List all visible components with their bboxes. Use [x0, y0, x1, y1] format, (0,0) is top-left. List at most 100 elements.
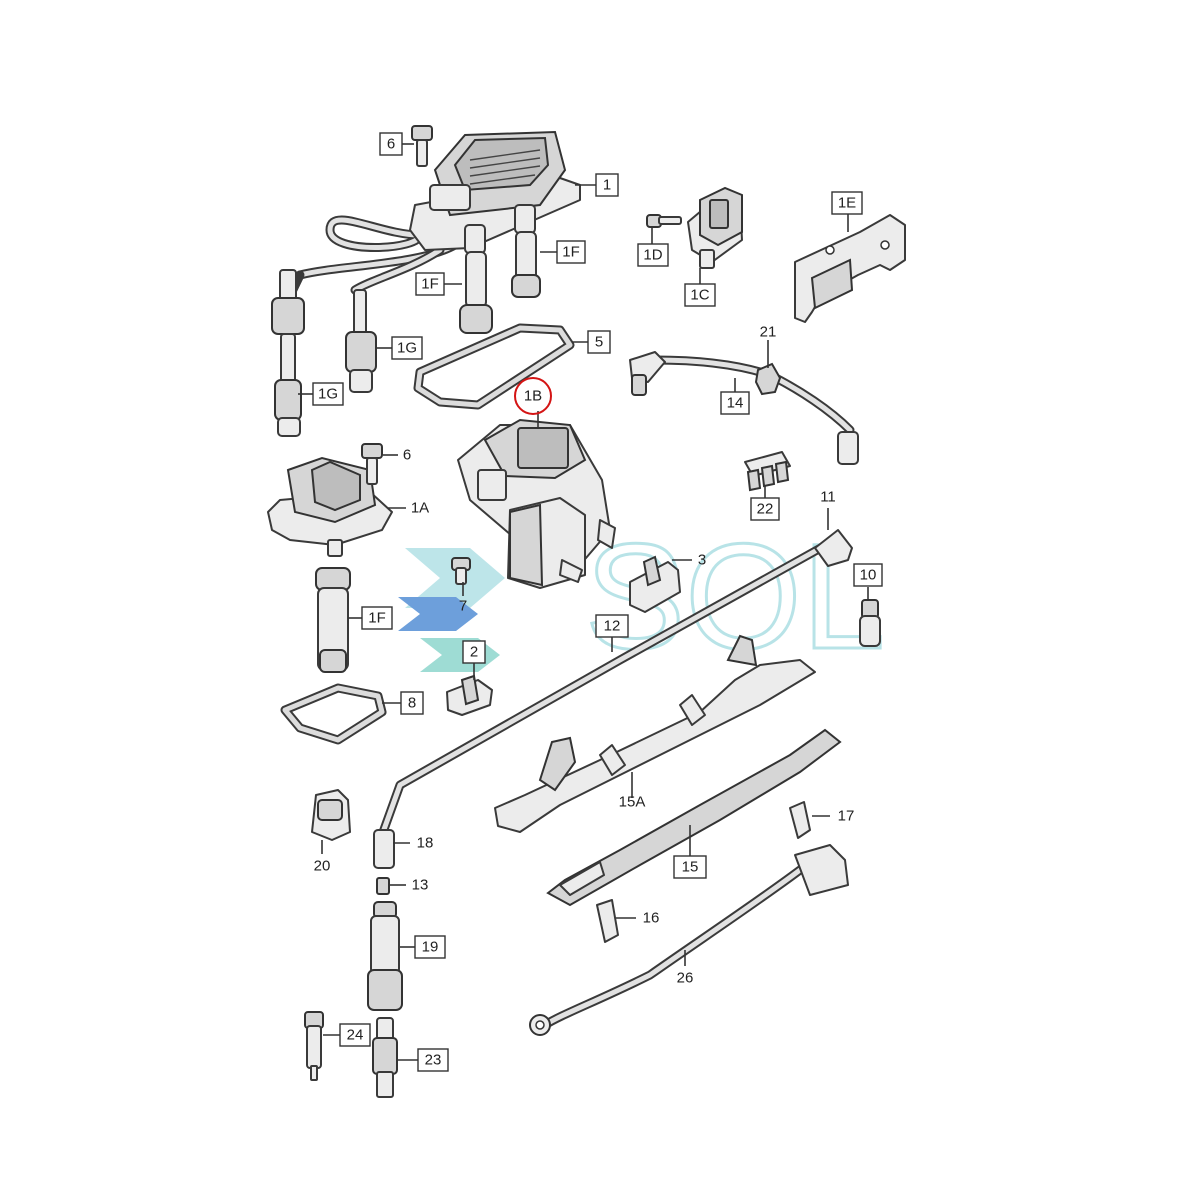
part-6-bolt-top [411, 125, 433, 167]
svg-text:6: 6 [403, 447, 411, 464]
svg-text:16: 16 [643, 910, 660, 927]
part-20-clip [311, 789, 351, 841]
leader-lines [298, 143, 869, 1061]
part-6-bolt-middle [361, 443, 383, 485]
part-26-sensor-cable [529, 844, 849, 1036]
label-5: 5 [587, 330, 611, 354]
svg-text:1F: 1F [421, 276, 439, 293]
svg-text:1G: 1G [318, 386, 338, 403]
label-1G-left: 1G [312, 382, 344, 406]
svg-text:1F: 1F [562, 244, 580, 261]
svg-text:24: 24 [347, 1027, 364, 1044]
part-1F-connector-right [511, 231, 541, 298]
label-13: 13 [412, 877, 429, 894]
part-13-sleeve [376, 877, 390, 895]
label-14: 14 [720, 391, 750, 415]
svg-text:1D: 1D [643, 247, 662, 264]
svg-text:1F: 1F [368, 610, 386, 627]
label-8: 8 [400, 691, 424, 715]
label-3: 3 [698, 552, 706, 569]
svg-text:2: 2 [470, 644, 478, 661]
svg-text:3: 3 [698, 552, 706, 569]
label-1F-left: 1F [361, 606, 393, 630]
svg-text:5: 5 [595, 334, 603, 351]
svg-text:1B: 1B [524, 388, 542, 405]
part-3-clip [629, 555, 681, 613]
svg-text:17: 17 [838, 808, 855, 825]
svg-text:1: 1 [603, 177, 611, 194]
part-15A-bracket [494, 634, 816, 833]
part-1F-connector-middle [459, 251, 493, 334]
svg-text:12: 12 [604, 618, 621, 635]
part-7-bolt [451, 557, 471, 585]
label-23: 23 [417, 1048, 449, 1072]
part-18-plug-boot [373, 829, 395, 869]
part-1D-bolt [646, 214, 682, 228]
label-2: 2 [462, 640, 486, 664]
svg-text:1C: 1C [690, 287, 709, 304]
label-19: 19 [414, 935, 446, 959]
label-1D: 1D [637, 243, 669, 267]
svg-text:23: 23 [425, 1052, 442, 1069]
svg-text:14: 14 [727, 395, 744, 412]
label-1F-middle: 1F [415, 272, 445, 296]
label-1A: 1A [411, 500, 429, 517]
label-7: 7 [459, 598, 467, 615]
part-10-sensor [859, 599, 881, 647]
label-1G-right: 1G [391, 336, 423, 360]
label-21: 21 [760, 324, 777, 341]
label-1B: 1B [514, 377, 552, 415]
svg-text:26: 26 [677, 970, 694, 987]
label-15A: 15A [619, 794, 646, 811]
part-1G-wire-boot-left [271, 269, 305, 437]
part-5-gasket [413, 323, 575, 410]
svg-text:8: 8 [408, 695, 416, 712]
label-1C: 1C [684, 283, 716, 307]
label-11: 11 [820, 489, 836, 506]
label-12: 12 [595, 614, 629, 638]
part-22-connector-strip [744, 451, 791, 492]
label-20: 20 [314, 858, 331, 875]
svg-text:10: 10 [860, 567, 877, 584]
svg-text:15: 15 [682, 859, 699, 876]
label-1E: 1E [831, 191, 863, 215]
part-8-gasket [280, 683, 387, 745]
svg-text:20: 20 [314, 858, 331, 875]
label-10: 10 [853, 563, 883, 587]
svg-text:18: 18 [417, 835, 434, 852]
part-1A-ignition-coil [267, 456, 393, 557]
svg-text:1E: 1E [838, 195, 856, 212]
label-16: 16 [643, 910, 660, 927]
part-11-cable-connector [814, 529, 853, 567]
part-19-spark-plug-connector [367, 901, 403, 1011]
svg-text:1A: 1A [411, 500, 429, 517]
part-12-cable [377, 535, 840, 840]
label-18: 18 [417, 835, 434, 852]
svg-text:21: 21 [760, 324, 777, 341]
label-15: 15 [673, 855, 707, 879]
svg-text:22: 22 [757, 501, 774, 518]
part-24-glow-plug [304, 1011, 324, 1081]
part-labels: 1 6 1F 1F 1G 1G 5 1D [312, 132, 883, 1072]
part-17-clip [789, 801, 811, 839]
label-17: 17 [838, 808, 855, 825]
svg-text:13: 13 [412, 877, 429, 894]
label-1F-right: 1F [556, 240, 586, 264]
part-1-coil-pack [283, 130, 581, 305]
label-26: 26 [677, 970, 694, 987]
part-1F-connector-left [315, 567, 351, 673]
part-1B-ignition-coil [457, 418, 616, 589]
part-1E-bracket [794, 214, 906, 323]
label-24: 24 [339, 1023, 371, 1047]
svg-text:19: 19 [422, 939, 439, 956]
svg-text:7: 7 [459, 598, 467, 615]
svg-text:6: 6 [387, 136, 395, 153]
label-6-middle: 6 [403, 447, 411, 464]
part-23-spark-plug [372, 1017, 398, 1098]
svg-text:15A: 15A [619, 794, 646, 811]
part-21-clip [754, 362, 782, 396]
part-16-clip [596, 899, 619, 943]
part-2-clip [446, 674, 493, 716]
part-1C-control-module [687, 186, 743, 269]
label-6-top: 6 [379, 132, 403, 156]
